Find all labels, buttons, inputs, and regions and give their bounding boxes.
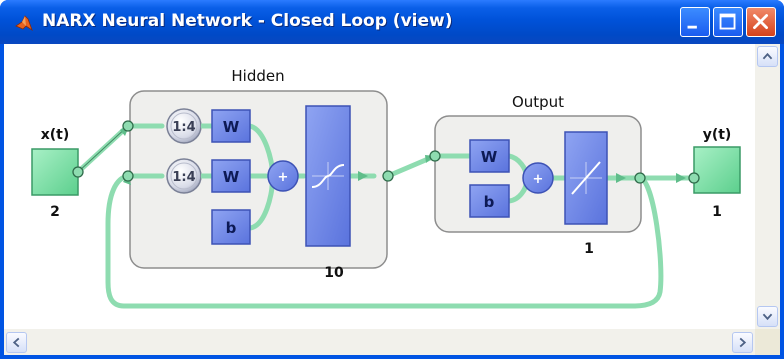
- close-button[interactable]: [746, 7, 776, 37]
- output-sum-node: [522, 162, 554, 194]
- chevron-left-icon: [12, 337, 20, 348]
- linear-icon: [570, 161, 602, 195]
- client-area: x(t) 2 y(t) 1 Hidden Output 10 1 1:4: [4, 44, 780, 355]
- scroll-down-button[interactable]: [757, 306, 778, 327]
- hidden-weight-block-1: [211, 109, 251, 143]
- output-weight-label: W: [481, 148, 498, 166]
- input-label: x(t): [41, 127, 70, 143]
- scroll-left-button[interactable]: [6, 332, 27, 353]
- chevron-down-icon: [762, 313, 773, 321]
- minimize-button[interactable]: [680, 7, 710, 37]
- hidden-weight-label-2: W: [223, 168, 240, 186]
- output-layer-size: 1: [584, 241, 594, 257]
- output-layer-title: Output: [512, 93, 564, 111]
- hidden-weight-block-2: [211, 159, 251, 193]
- matlab-logo-icon: [15, 15, 33, 32]
- hidden-sum-node: [267, 160, 299, 192]
- output-bias-label: b: [484, 193, 495, 211]
- hidden-bias-block: [211, 209, 251, 245]
- output-weight-block: [469, 139, 510, 173]
- maximize-icon: [719, 13, 736, 30]
- delay-label-2: 1:4: [172, 170, 195, 185]
- scroll-up-button[interactable]: [757, 46, 778, 67]
- chevron-up-icon: [762, 52, 773, 60]
- vertical-scrollbar[interactable]: [755, 44, 780, 329]
- output-bias-block: [469, 184, 510, 218]
- hidden-sum-symbol: +: [278, 170, 289, 185]
- output-block: [693, 146, 741, 194]
- hidden-layer-size: 10: [324, 265, 344, 281]
- minimize-icon: [687, 25, 697, 29]
- maximize-button[interactable]: [713, 7, 743, 37]
- hidden-layer-title: Hidden: [231, 67, 284, 85]
- network-diagram: x(t) 2 y(t) 1 Hidden Output 10 1 1:4: [4, 44, 755, 329]
- close-icon: [753, 14, 768, 29]
- sigmoid-icon: [311, 162, 345, 190]
- output-label: y(t): [703, 127, 732, 143]
- hidden-weight-label-1: W: [223, 118, 240, 136]
- delay-label-1: 1:4: [172, 120, 195, 135]
- chevron-right-icon: [739, 337, 747, 348]
- scroll-right-button[interactable]: [732, 332, 753, 353]
- title-bar[interactable]: NARX Neural Network - Closed Loop (view): [0, 0, 784, 44]
- window-title: NARX Neural Network - Closed Loop (view): [42, 11, 453, 31]
- scrollbar-corner: [755, 329, 780, 355]
- hidden-bias-label: b: [226, 219, 237, 237]
- connector-dots: [72, 120, 700, 184]
- input-block: [31, 148, 79, 196]
- network-diagram-canvas: x(t) 2 y(t) 1 Hidden Output 10 1 1:4: [31, 67, 741, 309]
- output-sum-symbol: +: [533, 172, 544, 187]
- output-target-size: 1: [712, 204, 722, 220]
- horizontal-scrollbar[interactable]: [4, 329, 755, 355]
- input-size: 2: [50, 204, 60, 220]
